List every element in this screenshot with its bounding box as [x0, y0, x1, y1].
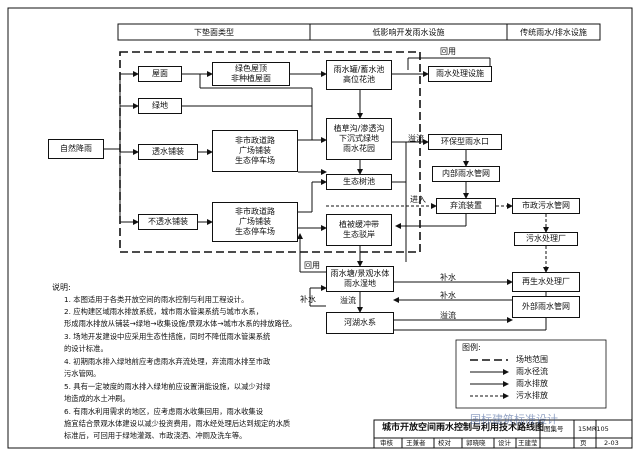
node-greenland: 绿地	[138, 98, 182, 114]
node-grass-swale: 植草沟/渗透沟 下沉式绿地 雨水花园	[326, 118, 392, 160]
node-external-pipe: 外部雨水管网	[512, 296, 580, 318]
node-pond: 雨水塘/景观水体 雨水湿地	[326, 266, 394, 292]
node-nonmunicipal-b: 非市政道路 广场铺装 生态停车场	[212, 202, 298, 242]
watermark: 国标建筑标准设计	[470, 413, 558, 426]
note-line: 3. 场地开发建设中应采用生态性措施，同时不降低雨水管渠系统	[64, 332, 271, 341]
node-pond-l2: 雨水湿地	[344, 279, 376, 288]
node-roof: 屋面	[138, 66, 182, 82]
header-band	[117, 23, 601, 41]
note-line: 2. 应构建区域雨水排放系统，城市雨水管渠系统与城市水系，	[64, 307, 263, 316]
title-block-atlas-label: 图集号	[544, 425, 564, 433]
note-line: 施宜结合景观水体建设以减少投资费用，雨水经处理后达到规定的水质	[64, 419, 291, 428]
node-grass-swale-l2: 下沉式绿地	[339, 134, 379, 143]
node-impermeable-paving: 不透水铺装	[138, 214, 198, 230]
node-reclaim-plant: 再生水处理厂	[512, 272, 580, 292]
label-reuse-left: 回用	[304, 261, 320, 270]
note-line: 地造成的水土冲刷。	[64, 394, 130, 403]
node-nonmunicipal-a-l3: 生态停车场	[235, 156, 275, 165]
notes-title: 说明:	[52, 283, 71, 292]
node-rain-tank-l2: 高位花池	[343, 75, 375, 84]
node-vegetated-buffer-l1: 植被缓冲带	[339, 220, 379, 229]
label-reuse-top: 回用	[440, 47, 456, 56]
header-col-traditional: 传统雨水/排水设施	[520, 27, 587, 37]
legend-frame	[455, 339, 607, 409]
node-rain-tank: 雨水罐/蓄水池 高位花池	[326, 60, 392, 90]
note-line: 1. 本图适用于各类开放空间的雨水控制与利用工程设计。	[64, 295, 249, 304]
node-vegetated-buffer: 植被缓冲带 生态驳岸	[326, 214, 392, 246]
note-line: 5. 具有一定坡度的雨水排入绿地前应设置消能设施，以减少对绿	[64, 382, 271, 391]
note-line: 污水管网。	[64, 369, 101, 378]
node-rain-treatment: 雨水处理设施	[428, 66, 492, 82]
node-municipal-sewer: 市政污水管网	[512, 198, 580, 214]
node-eco-pool: 生态树池	[326, 174, 392, 190]
node-diversion: 弃流装置	[436, 198, 496, 214]
node-green-roof-l1: 绿色屋顶	[235, 64, 267, 73]
node-permeable-paving: 透水铺装	[138, 144, 198, 160]
node-grass-swale-l1: 植草沟/渗透沟	[333, 124, 385, 133]
legend-item-runoff: 雨水径流	[516, 367, 548, 376]
title-block-atlas-no: 15MR105	[578, 425, 609, 433]
node-pond-l1: 雨水塘/景观水体	[330, 269, 390, 278]
node-vegetated-buffer-l2: 生态驳岸	[343, 230, 375, 239]
node-nonmunicipal-b-l1: 非市政道路	[235, 207, 275, 216]
node-river: 河湖水系	[326, 312, 394, 334]
legend-item-discharge: 雨水排放	[516, 379, 548, 388]
node-nonmunicipal-a-l1: 非市政道路	[235, 136, 275, 145]
node-internal-pipe: 内部雨水管网	[432, 166, 500, 182]
header-col-underlay: 下垫面类型	[194, 27, 234, 37]
title-block-checker: 王兼者	[406, 439, 426, 447]
node-sewage-plant: 污水处理厂	[514, 232, 578, 246]
title-block-page-no: 2-03	[604, 439, 619, 447]
title-block-title: 城市开放空间雨水控制与利用技术路线图	[382, 423, 545, 433]
label-supply-right2: 补水	[440, 291, 456, 300]
node-nonmunicipal-b-l3: 生态停车场	[235, 227, 275, 236]
label-overflow-right: 溢流	[440, 311, 456, 320]
title-block-proofer: 郭晓晓	[466, 439, 486, 447]
node-nonmunicipal-a: 非市政道路 广场铺装 生态停车场	[212, 130, 298, 172]
node-nonmunicipal-a-l2: 广场铺装	[239, 146, 271, 155]
note-line: 6. 有雨水利用需求的地区，应考虑雨水收集回用，雨水收集设	[64, 407, 263, 416]
label-overflow-low: 溢流	[340, 296, 356, 305]
title-block-page-label: 页	[580, 439, 587, 447]
title-block-design-label: 设计	[498, 439, 511, 447]
legend-item-sewage: 污水排放	[516, 391, 548, 400]
note-line: 4. 初期雨水排入绿地前应考虑雨水弃流处理，弃流雨水排至市政	[64, 357, 271, 366]
note-line: 的设计标准。	[64, 344, 108, 353]
header-col-lid: 低影响开发雨水设施	[372, 27, 445, 37]
label-supply-left: 补水	[300, 295, 316, 304]
note-line: 标准后，可回用于绿地灌溉、市政浇洒、冲厕及洗车等。	[64, 431, 247, 440]
node-rain-tank-l1: 雨水罐/蓄水池	[333, 65, 385, 74]
sheet-frame	[7, 7, 633, 449]
title-block-designer: 王建莹	[518, 439, 538, 447]
legend-item-boundary: 场地范围	[516, 355, 548, 364]
note-line: 形成雨水排放从铺装→绿地→收集设施/景观水体→城市水系的排放路径。	[64, 319, 297, 328]
label-inflow: 进入	[410, 195, 426, 204]
title-block-proof-label: 校对	[438, 439, 451, 447]
node-green-roof: 绿色屋顶 非种植屋面	[212, 62, 290, 86]
label-supply-right1: 补水	[440, 273, 456, 282]
legend-title: 图例:	[462, 343, 481, 352]
node-nonmunicipal-b-l2: 广场铺装	[239, 217, 271, 226]
node-eco-inlet: 环保型雨水口	[428, 134, 502, 150]
node-grass-swale-l3: 雨水花园	[343, 144, 375, 153]
label-overflow-mid: 溢流	[408, 134, 424, 143]
node-natural-rain: 自然降雨	[48, 139, 104, 159]
node-green-roof-l2: 非种植屋面	[231, 74, 271, 83]
title-block-check-label: 审核	[380, 439, 393, 447]
